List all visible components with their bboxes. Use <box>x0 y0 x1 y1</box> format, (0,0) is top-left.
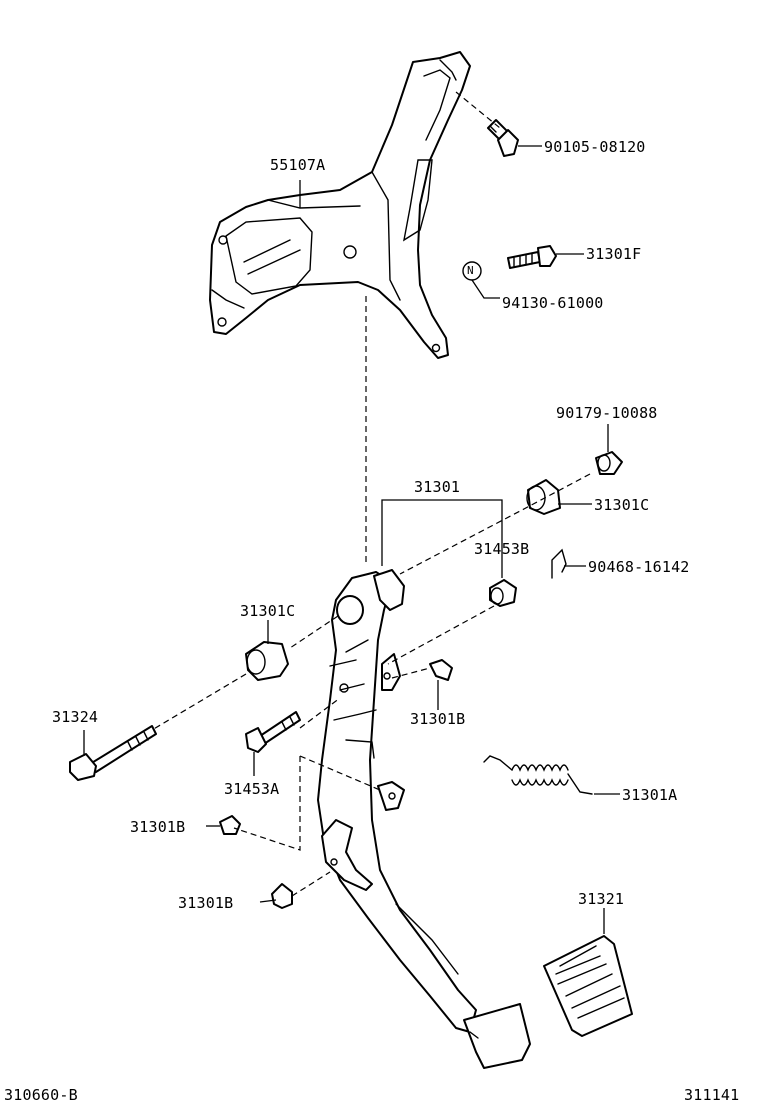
label-31301B-mid: 31301B <box>130 818 186 836</box>
clip-icon <box>551 548 567 579</box>
n-mark-label: N <box>467 264 474 277</box>
label-31301B-right: 31301B <box>410 710 466 728</box>
label-31324: 31324 <box>52 708 99 726</box>
label-31301A: 31301A <box>622 786 678 804</box>
bushing-icon <box>526 479 561 515</box>
label-31321: 31321 <box>578 890 625 908</box>
pedal-pad-icon <box>543 935 633 1037</box>
label-31301F: 31301F <box>586 245 642 263</box>
pivot-bolt-icon <box>69 725 157 781</box>
label-31301C-left: 31301C <box>240 602 296 620</box>
label-31301C-right: 31301C <box>594 496 650 514</box>
label-31453A: 31453A <box>224 780 280 798</box>
return-spring-icon <box>483 755 593 795</box>
figure-code-left: 310660-B <box>4 1086 78 1104</box>
label-90105-08120: 90105-08120 <box>544 138 646 156</box>
pedal-bracket-55107A <box>209 51 471 359</box>
stopper-icon <box>429 659 453 681</box>
label-31301: 31301 <box>414 478 461 496</box>
label-90468-16142: 90468-16142 <box>588 558 690 576</box>
stopper-icon <box>219 815 241 835</box>
label-90179-10088: 90179-10088 <box>556 404 658 422</box>
stopper-bolt-icon <box>245 711 301 753</box>
clutch-pedal-arm <box>317 569 531 1069</box>
label-94130-61000: 94130-61000 <box>502 294 604 312</box>
label-55107A: 55107A <box>270 156 326 174</box>
bushing-icon <box>245 641 289 681</box>
figure-code-right: 311141 <box>684 1086 740 1104</box>
bolt-icon <box>487 119 519 157</box>
collar-icon <box>595 451 623 475</box>
bolt-icon <box>507 245 557 269</box>
label-31301B-lower: 31301B <box>178 894 234 912</box>
bushing-icon <box>489 579 517 607</box>
stopper-icon <box>271 883 293 909</box>
label-31453B: 31453B <box>474 540 530 558</box>
